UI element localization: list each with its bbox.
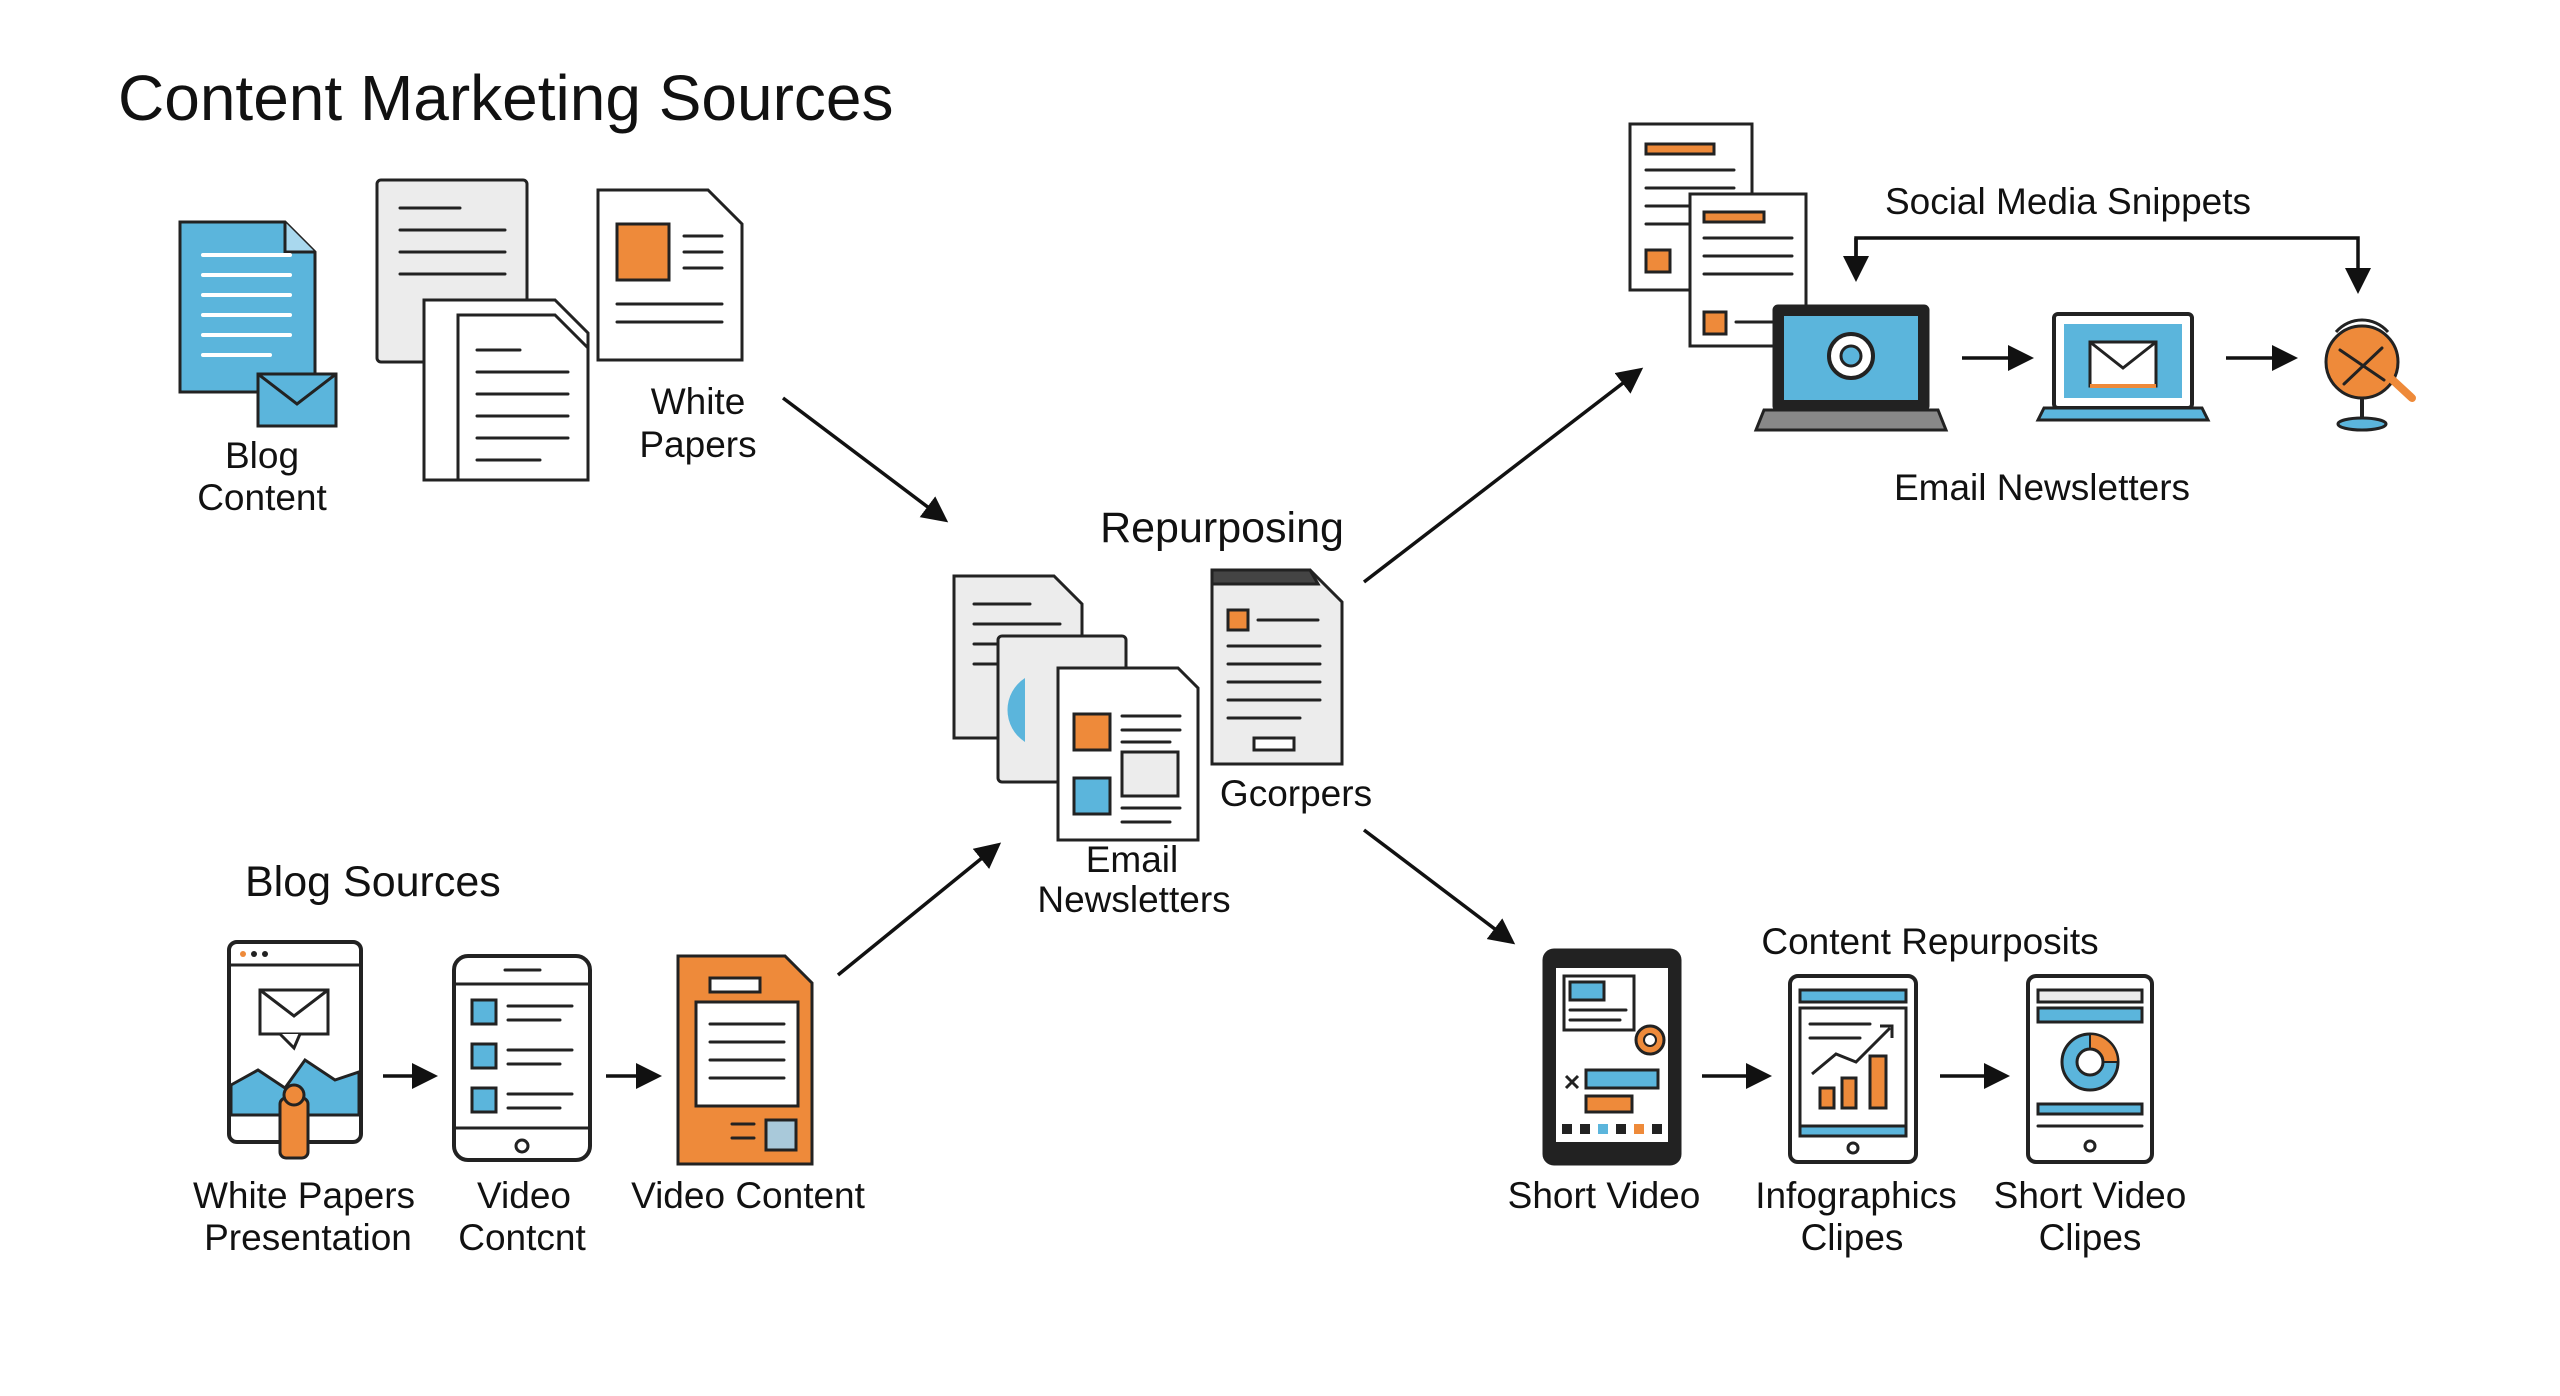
- label-bs-1-line1: White Papers: [193, 1175, 415, 1216]
- laptop-icon: [1753, 304, 1949, 432]
- label-br-1: Short Video: [1508, 1175, 1701, 1216]
- white-paper-icon: [596, 188, 744, 362]
- label-bs-2-line2: Contcnt: [458, 1217, 586, 1258]
- arrow-to-hub-bottom: [836, 842, 1002, 977]
- social-heading: Social Media Snippets: [1885, 181, 2251, 222]
- tablet-icon: [1542, 948, 1682, 1166]
- laptop-envelope-icon: [2035, 312, 2211, 422]
- hub-email-line1: Email: [1086, 839, 1179, 880]
- email-page-icon: [227, 940, 363, 1160]
- label-bs-2-line1: Video: [477, 1175, 571, 1216]
- arrow-to-hub-top: [781, 396, 949, 523]
- label-white-papers-line1: White: [651, 381, 746, 422]
- hub-email-line2: Newsletters: [1037, 879, 1230, 920]
- label-blog-line1: Blog: [225, 435, 299, 476]
- arrow-hub-to-top-right: [1362, 367, 1644, 584]
- blog-document-icon: [178, 220, 317, 394]
- hub-doc-stack-icon: [952, 574, 1200, 842]
- label-br-3-line1: Short Video: [1994, 1175, 2187, 1216]
- top-right-caption: Email Newsletters: [1894, 467, 2190, 508]
- label-br-3-line2: Clipes: [2039, 1217, 2142, 1258]
- arrow-hub-to-bottom-right: [1362, 828, 1516, 945]
- microphone-icon: [2324, 318, 2416, 432]
- bottom-right-heading: Content Repurposits: [1761, 921, 2098, 962]
- paper-stack-icon: [375, 178, 590, 482]
- label-bs-3: Video Content: [631, 1175, 866, 1216]
- social-bracket-arrow: [1854, 236, 2371, 294]
- blog-sources-heading: Blog Sources: [245, 858, 501, 906]
- phone-list-icon: [452, 954, 592, 1162]
- hub-stack-label: Gcorpers: [1220, 773, 1372, 814]
- hub-heading: Repurposing: [1100, 504, 1344, 552]
- chart-icon: [1788, 974, 1918, 1164]
- label-br-2-line2: Clipes: [1801, 1217, 1904, 1258]
- hub-report-icon: [1210, 568, 1344, 766]
- donut-icon: [2026, 974, 2154, 1164]
- diagram-title: Content Marketing Sources: [118, 62, 894, 134]
- label-white-papers-line2: Papers: [639, 424, 756, 465]
- orange-doc-icon: [676, 954, 814, 1166]
- label-blog-line2: Content: [197, 477, 327, 518]
- label-bs-1-line2: Presentation: [204, 1217, 412, 1258]
- envelope-icon: [256, 372, 338, 428]
- label-br-2-line1: Infographics: [1755, 1175, 1957, 1216]
